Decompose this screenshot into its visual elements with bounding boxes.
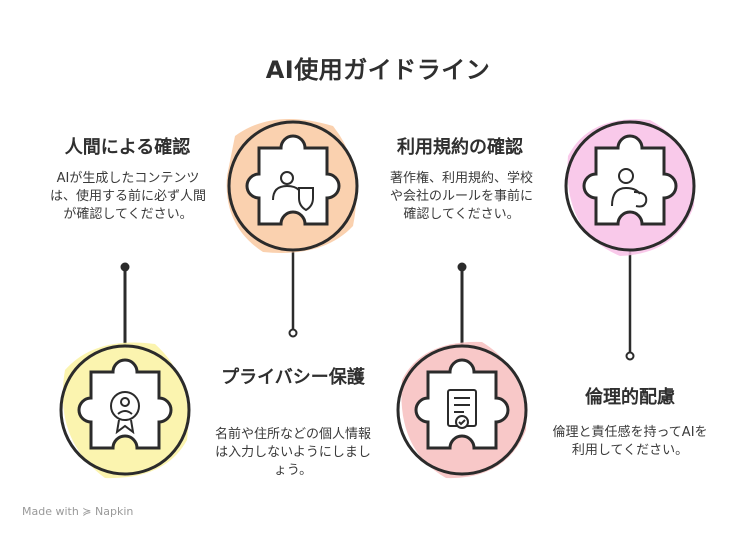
step-3-description: 著作権、利用規約、学校や会社のルールを事前に確認してください。 [384,170,539,224]
document-check-icon [447,389,477,429]
step-3-node [396,341,528,479]
connector-4 [625,250,635,361]
thinking-person-icon [611,168,648,208]
id-badge-icon [110,391,140,435]
step-4-desc-text: 倫理と責任感を持ってAIを利用してください。 [552,425,708,458]
step-2-node [59,342,191,479]
connector-1 [120,262,130,347]
step-2-desc-text: 名前や住所などの個人情報は入力しないようにしましょう。 [214,427,371,478]
connector-2 [288,250,298,338]
footer-credit: Made with ≽ Napkin [22,505,134,518]
step-2-description: 名前や住所などの個人情報は入力しないようにしましょう。 [212,426,374,480]
step-1-node [226,118,359,253]
step-3-desc-text: 著作権、利用規約、学校や会社のルールを事前に確認してください。 [389,171,533,222]
connector-3 [457,262,467,347]
step-1-description: AIが生成したコンテンツは、使用する前に必ず人間が確認してください。 [48,170,208,224]
step-1-desc-text: AIが生成したコンテンツは、使用する前に必ず人間が確認してください。 [49,171,206,222]
step-2-heading: プライバシー保護 [221,367,365,388]
step-4-heading: 倫理的配慮 [585,387,675,408]
user-shield-icon [272,171,314,212]
step-4-description: 倫理と責任感を持ってAIを利用してください。 [552,424,708,460]
step-1-heading: 人間による確認 [64,137,191,158]
step-3-heading: 利用規約の確認 [397,137,523,158]
step-4-node [564,119,696,256]
page-title: AI使用ガイドライン [265,56,491,84]
